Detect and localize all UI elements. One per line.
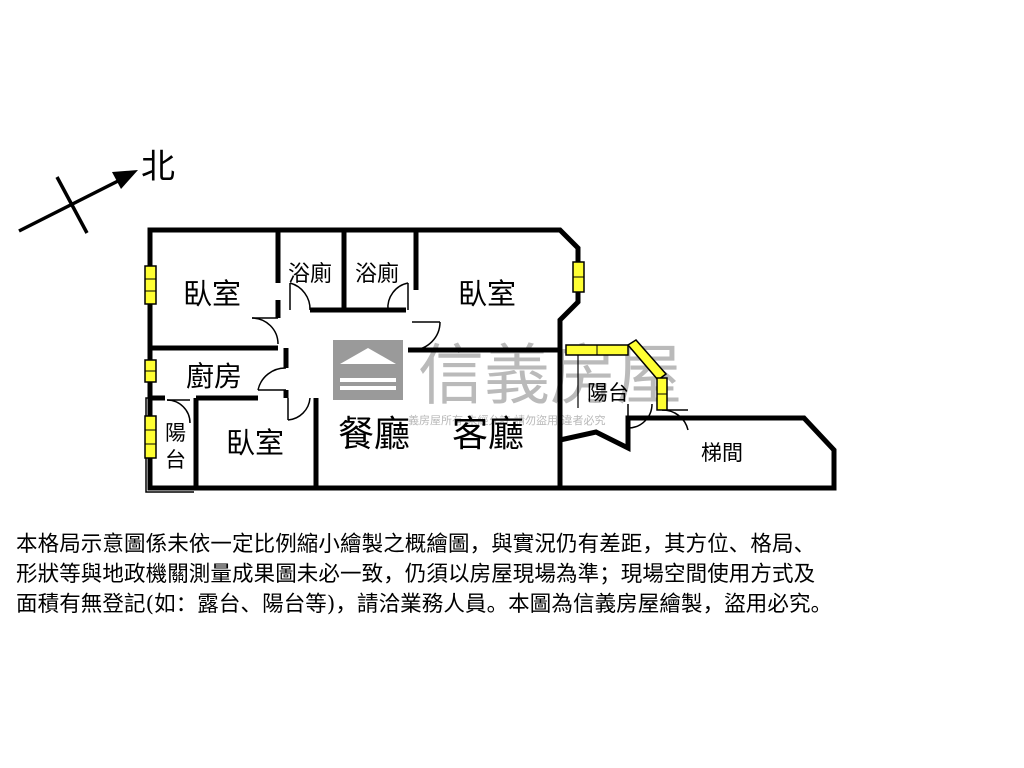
- watermark-subtext: 義房屋所有 未經允許 請勿盜用 違者必究: [408, 413, 606, 427]
- window-balcony-right-top: [565, 344, 629, 356]
- window-balcony-right-diag: [626, 339, 668, 382]
- label-dining: 餐廳: [338, 414, 410, 455]
- door-bedroom-ne: [411, 321, 441, 351]
- door-bedroom-sw: [287, 397, 311, 421]
- label-balcony-right: 陽台: [587, 381, 629, 405]
- label-kitchen: 廚房: [186, 360, 242, 393]
- disclaimer-text: 本格局示意圖係未依一定比例縮小繪製之概繪圖，與實況仍有差距，其方位、格局、 形狀…: [16, 530, 1016, 620]
- north-label: 北: [141, 147, 175, 187]
- label-bedroom-sw: 臥室: [226, 426, 284, 460]
- window-balcony-left: [144, 415, 157, 459]
- door-bath-left: [289, 282, 311, 311]
- stairwell-wall: [559, 415, 837, 491]
- door-bedroom-nw: [251, 317, 279, 345]
- watermark-logo: [333, 340, 403, 400]
- label-bath-right: 浴廁: [355, 262, 399, 287]
- walls: [147, 227, 837, 491]
- doors: [166, 282, 689, 431]
- compass-arrow-head: [112, 170, 138, 189]
- door-kitchen: [257, 367, 287, 391]
- label-living: 客廳: [452, 414, 524, 455]
- label-bedroom-ne: 臥室: [458, 277, 516, 311]
- window-bedroom-ne: [572, 261, 585, 293]
- disclaimer-line: 面積有無登記(如：露台、陽台等)，請洽業務人員。本圖為信義房屋繪製，盜用必究。: [16, 592, 833, 617]
- compass-arrow-shaft: [18, 177, 123, 233]
- label-balcony-left: 陽 台: [165, 421, 193, 472]
- compass: 北: [18, 147, 175, 234]
- windows: [144, 261, 668, 459]
- door-balcony-left: [166, 399, 191, 424]
- disclaimer-line: 本格局示意圖係未依一定比例縮小繪製之概繪圖，與實況仍有差距，其方位、格局、: [16, 532, 816, 557]
- door-balcony-right: [627, 403, 653, 429]
- room-labels: 臥室 浴廁 浴廁 臥室 廚房 臥室 餐廳 客廳 陽台 梯間 陽 台: [165, 262, 743, 472]
- window-balcony-right-side: [656, 377, 668, 411]
- window-bedroom-nw: [144, 265, 157, 305]
- label-stairwell: 梯間: [701, 441, 743, 465]
- window-kitchen: [144, 359, 157, 383]
- label-bedroom-nw: 臥室: [183, 277, 241, 311]
- disclaimer-line: 形狀等與地政機關測量成果圖未必一致，仍須以房屋現場為準；現場空間使用方式及: [16, 562, 816, 587]
- floor-plan: 北 信義房屋 義房屋所有 未經允許 請勿盜用 違者必究: [18, 147, 837, 493]
- door-bath-right: [387, 282, 409, 311]
- label-bath-left: 浴廁: [288, 262, 332, 287]
